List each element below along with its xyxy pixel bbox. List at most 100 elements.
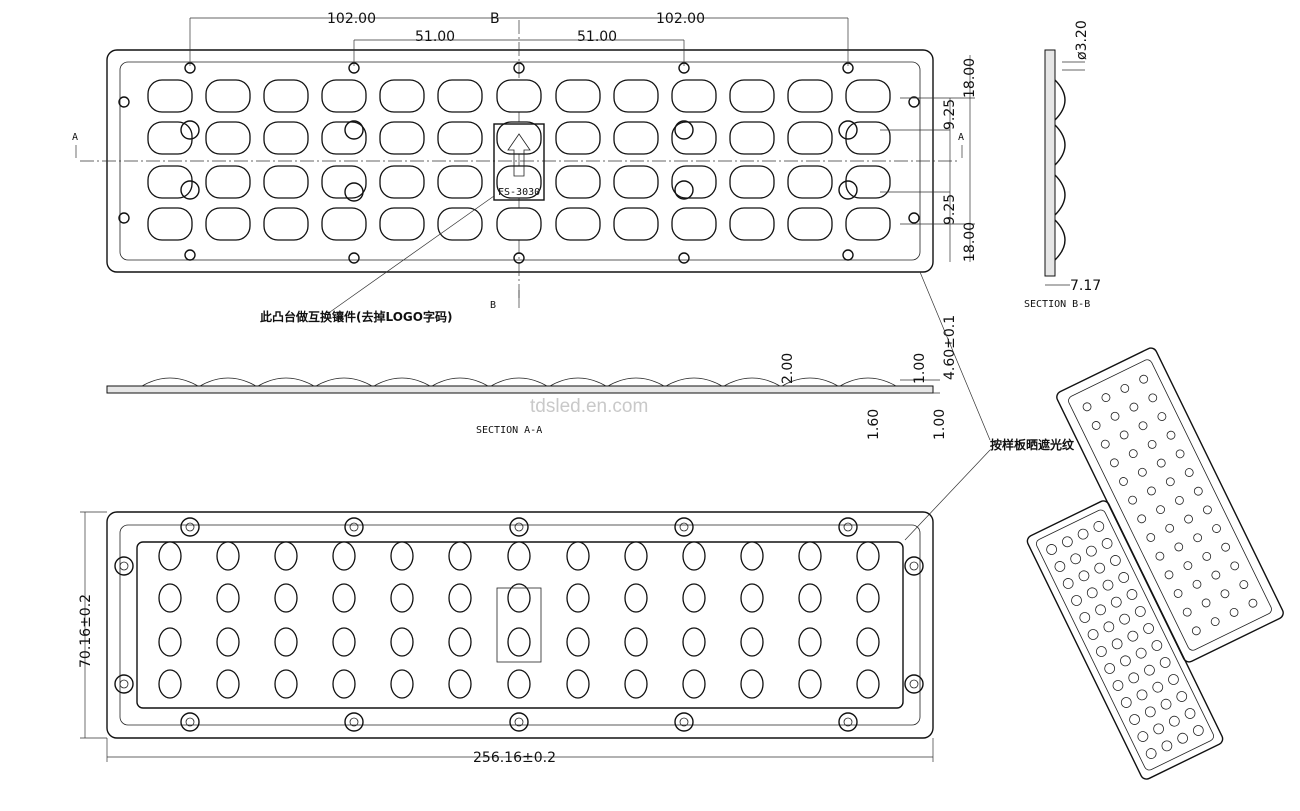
iso-lens	[1137, 514, 1147, 524]
mount-hole	[118, 212, 130, 224]
iso-lens	[1239, 580, 1249, 589]
lens	[740, 541, 764, 571]
lens	[856, 541, 880, 571]
top-view: FS-3030 102.00 102.00 B 51.00 51.00 A A …	[72, 11, 978, 380]
iso-lens	[1156, 505, 1165, 515]
iso-lens	[1110, 596, 1122, 608]
lens	[437, 79, 483, 113]
mount-hole	[119, 561, 129, 571]
lens	[274, 583, 298, 613]
leader-texture-bottom	[904, 449, 991, 541]
iso-lens	[1174, 542, 1184, 552]
iso-lens	[1070, 553, 1082, 565]
boss-hole	[838, 120, 858, 140]
iso-lens	[1193, 533, 1203, 543]
iso-lens	[1109, 458, 1119, 468]
boss-hole	[674, 180, 694, 200]
mount-ring	[674, 712, 694, 732]
bottom-lens-array	[158, 541, 880, 699]
section-bb-title: SECTION B-B	[1024, 299, 1090, 310]
dome	[373, 377, 431, 387]
mount-hole	[349, 522, 359, 532]
lens	[798, 669, 822, 699]
dome	[315, 377, 373, 387]
iso-lens	[1129, 714, 1140, 725]
lens	[390, 669, 414, 699]
section-aa-domes	[141, 377, 897, 387]
iso-lens	[1229, 608, 1239, 617]
iso-lens	[1120, 383, 1130, 393]
iso-lens	[1211, 570, 1221, 580]
dome	[607, 377, 665, 387]
bottom-view-outline	[106, 511, 934, 739]
dome	[549, 377, 607, 387]
lens	[729, 121, 775, 155]
iso-lens	[1221, 542, 1231, 552]
iso-lens	[1175, 449, 1185, 459]
mount-hole	[513, 252, 525, 264]
lens	[390, 541, 414, 571]
iso-lens	[1192, 725, 1204, 736]
leader-texture-top	[919, 271, 991, 441]
dim-102-right: 102.00	[656, 11, 705, 27]
lens	[671, 121, 717, 155]
lens	[496, 207, 542, 241]
lens-profile	[1054, 219, 1066, 261]
iso-lens	[1201, 598, 1211, 608]
iso-lens	[1103, 621, 1115, 633]
iso-lens	[1077, 528, 1089, 540]
bottom-view: 70.16±0.2 256.16±0.2	[78, 511, 934, 766]
lens	[158, 541, 182, 571]
lens	[624, 669, 648, 699]
lens	[332, 627, 356, 657]
iso-lens	[1061, 536, 1073, 548]
lens	[448, 627, 472, 657]
iso-lens	[1111, 638, 1123, 650]
lens	[682, 627, 706, 657]
lens	[158, 583, 182, 613]
iso-lens	[1120, 697, 1132, 708]
lens	[729, 165, 775, 199]
dim-1-bottom: 1.00	[932, 409, 948, 440]
iso-lens	[1094, 562, 1106, 574]
lens	[321, 165, 367, 199]
iso-lens	[1046, 544, 1058, 555]
iso-lens	[1220, 589, 1230, 599]
mount-hole	[843, 522, 853, 532]
iso-lens	[1147, 486, 1156, 496]
iso-lens	[1128, 672, 1140, 684]
lens	[321, 79, 367, 113]
iso-lens	[1095, 604, 1106, 616]
iso-lens	[1210, 617, 1220, 627]
section-b-bottom: B	[490, 300, 496, 311]
iso-lens	[1156, 458, 1166, 468]
lens	[158, 627, 182, 657]
lens	[437, 207, 483, 241]
iso-lens	[1127, 630, 1139, 642]
boss-hole	[180, 180, 200, 200]
lens	[613, 121, 659, 155]
boss-hole	[838, 180, 858, 200]
iso-lens	[1119, 430, 1129, 440]
iso-lens	[1153, 723, 1165, 735]
iso-lens	[1112, 680, 1124, 691]
dome	[431, 377, 489, 387]
boss-hole	[674, 120, 694, 140]
lens	[263, 79, 309, 113]
logo-label: FS-3030	[498, 187, 540, 198]
lens	[332, 541, 356, 571]
iso-lens	[1079, 612, 1091, 623]
iso-lens	[1086, 587, 1098, 599]
lens	[845, 207, 891, 241]
lens	[671, 207, 717, 241]
dim-18-bottom: 18.00	[962, 222, 978, 262]
mount-ring	[904, 556, 924, 576]
iso-lens	[1202, 551, 1212, 561]
iso-lens	[1248, 598, 1258, 608]
iso-lens	[1126, 589, 1138, 600]
dome	[257, 377, 315, 387]
section-b-top: B	[490, 11, 500, 27]
section-bb-body	[1044, 49, 1056, 277]
top-mounting-holes	[118, 62, 920, 264]
lens	[437, 165, 483, 199]
